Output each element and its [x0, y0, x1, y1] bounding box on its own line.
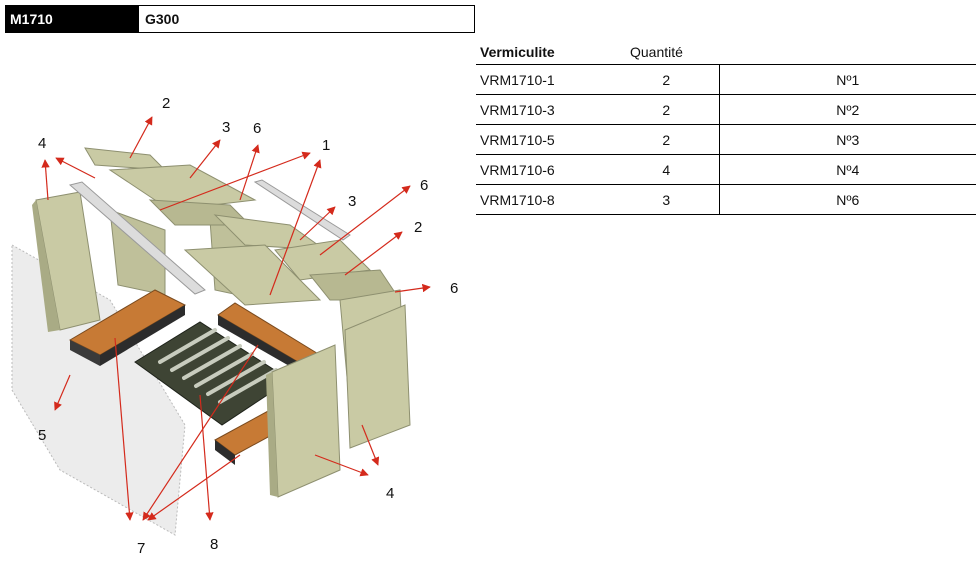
part-ref: VRM1710-6	[476, 154, 614, 185]
part-ref: VRM1710-3	[476, 94, 614, 125]
model-header: M1710 G300	[5, 5, 475, 33]
table-row: VRM1710-5 2 Nº3	[476, 124, 976, 155]
part-num: Nº3	[719, 124, 976, 155]
part-num: Nº1	[719, 64, 976, 95]
top-baffle	[183, 244, 322, 306]
model-code: M1710	[6, 6, 139, 32]
table-row: VRM1710-6 4 Nº4	[476, 154, 976, 185]
left-side-panel	[35, 191, 101, 331]
table-row: VRM1710-1 2 Nº1	[476, 64, 976, 95]
top-baffle	[108, 164, 257, 211]
table-row: VRM1710-3 2 Nº2	[476, 94, 976, 125]
part-qty: 2	[614, 124, 720, 155]
col-number	[719, 40, 976, 65]
part-ref: VRM1710-8	[476, 184, 614, 215]
top-baffle	[84, 147, 167, 171]
part-qty: 3	[614, 184, 720, 215]
exploded-view-diagram: 2 3 6 1 4 6 3 2 6 5 4 7 8	[11, 95, 458, 557]
model-name: G300	[145, 11, 180, 27]
callout-label: 1	[322, 137, 330, 154]
part-ref: VRM1710-5	[476, 124, 614, 155]
steel-rail	[68, 181, 206, 295]
callout-label: 6	[253, 120, 261, 137]
callout-label: 4	[386, 485, 394, 502]
callout-label: 8	[210, 536, 218, 553]
callout-label: 3	[222, 119, 230, 136]
parts-table-header: Vermiculite Quantité	[476, 40, 976, 65]
callout-label: 2	[414, 219, 422, 236]
part-qty: 2	[614, 94, 720, 125]
part-num: Nº2	[719, 94, 976, 125]
part-qty: 4	[614, 154, 720, 185]
callout-label: 4	[38, 135, 46, 152]
steel-rail	[253, 179, 351, 241]
part-ref: VRM1710-1	[476, 64, 614, 95]
top-baffle	[274, 239, 372, 281]
callout-label: 6	[450, 280, 458, 297]
col-quantite: Quantité	[630, 44, 683, 60]
part-qty: 2	[614, 64, 720, 95]
part-num: Nº6	[719, 184, 976, 215]
callout-label: 5	[38, 427, 46, 444]
front-side-panel	[271, 344, 341, 498]
front-side-panel	[344, 304, 411, 449]
callout-label: 2	[162, 95, 170, 112]
parts-table: Vermiculite Quantité VRM1710-1 2 Nº1 VRM…	[476, 40, 976, 215]
part-num: Nº4	[719, 154, 976, 185]
callout-label: 7	[137, 540, 145, 557]
col-vermiculite: Vermiculite	[480, 44, 555, 60]
callout-label: 6	[420, 177, 428, 194]
table-row: VRM1710-8 3 Nº6	[476, 184, 976, 215]
callout-label: 3	[348, 193, 356, 210]
